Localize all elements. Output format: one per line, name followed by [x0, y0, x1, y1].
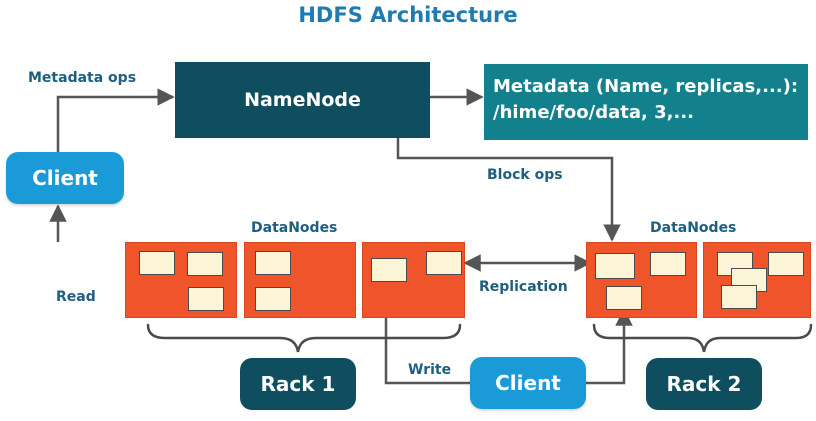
data-block [371, 258, 407, 282]
data-block [255, 251, 291, 275]
data-block [426, 251, 462, 275]
data-block [595, 253, 635, 279]
metadata-ops-arrow [56, 88, 175, 152]
client-top-label: Client [32, 166, 98, 190]
rack2-label: Rack 2 [666, 372, 742, 396]
client-top-box: Client [6, 152, 124, 204]
client-bottom-box: Client [470, 357, 586, 409]
datanode-rack2-1 [586, 242, 697, 318]
block-ops-arrow [396, 138, 621, 242]
data-block [255, 287, 291, 311]
data-block [721, 285, 757, 309]
datanodes-right-label: DataNodes [650, 220, 737, 236]
data-block [187, 252, 223, 276]
datanodes-left-label: DataNodes [251, 220, 338, 236]
client-bottom-label: Client [495, 371, 561, 395]
rack1-box: Rack 1 [240, 358, 356, 410]
data-block [768, 252, 804, 276]
diagram-title: HDFS Architecture [298, 3, 518, 27]
data-block [650, 252, 686, 276]
metadata-ops-label: Metadata ops [28, 70, 137, 86]
rack1-brace [146, 323, 462, 353]
data-block [606, 286, 642, 310]
data-block [188, 287, 224, 311]
data-block [139, 251, 175, 275]
write-arrow-right [586, 308, 633, 385]
namenode-box: NameNode [175, 62, 430, 138]
datanode-rack2-2 [703, 242, 811, 318]
metadata-line-1: Metadata (Name, replicas,...): [493, 76, 799, 97]
rack2-brace [592, 323, 813, 353]
datanode-rack1-1 [125, 242, 237, 318]
rack1-label: Rack 1 [260, 372, 336, 396]
replication-label: Replication [479, 279, 568, 295]
metadata-box: Metadata (Name, replicas,...): /hime/foo… [484, 64, 808, 140]
rack2-box: Rack 2 [646, 358, 762, 410]
namenode-label: NameNode [244, 89, 361, 111]
write-label: Write [408, 362, 452, 378]
read-label: Read [56, 289, 96, 305]
datanode-rack1-2 [244, 242, 356, 318]
block-ops-label: Block ops [487, 167, 563, 183]
datanode-rack1-3 [362, 242, 465, 318]
metadata-line-2: /hime/foo/data, 3,... [493, 102, 694, 123]
